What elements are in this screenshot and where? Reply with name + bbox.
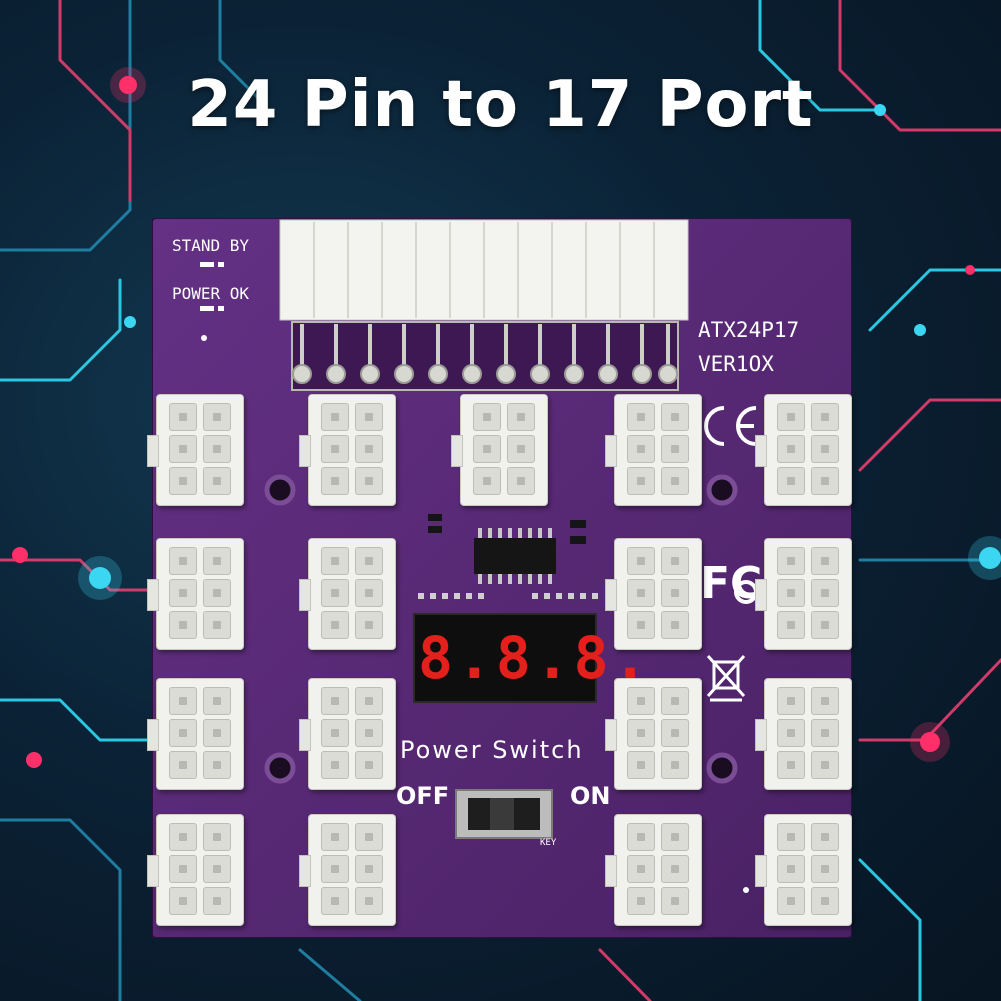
pcie-port: [605, 538, 702, 650]
pcie-port: [451, 394, 548, 506]
pcie-port: [147, 394, 244, 506]
pcie-port: [299, 678, 396, 790]
pcie-port: [299, 394, 396, 506]
pcie-port: [605, 394, 702, 506]
pcie-port: [605, 678, 702, 790]
breakout-board: STAND BY POWER OK ATX24P17 VER1OX Power …: [147, 218, 852, 938]
pcie-port: [147, 538, 244, 650]
pcie-port: [755, 814, 852, 926]
pcie-port: [755, 394, 852, 506]
pcie-port: [605, 814, 702, 926]
version-label: VER1OX: [698, 352, 774, 376]
headline: 24 Pin to 17 Port: [187, 68, 814, 142]
fcc-mark: FC: [700, 558, 763, 609]
key-label: KEY: [540, 838, 557, 848]
off-label: OFF: [396, 782, 450, 810]
pcie-port: [755, 678, 852, 790]
on-label: ON: [570, 782, 611, 810]
pcie-port: [755, 538, 852, 650]
seven-segment-display: 8.8.8.: [418, 624, 652, 692]
pcie-port: [147, 678, 244, 790]
power-switch[interactable]: [456, 790, 552, 838]
power-switch-label: Power Switch: [400, 736, 584, 764]
standby-label: STAND BY: [172, 236, 250, 255]
pcie-port: [299, 538, 396, 650]
power-ok-label: POWER OK: [172, 284, 250, 303]
model-label: ATX24P17: [698, 318, 800, 342]
pcie-port: [147, 814, 244, 926]
pcie-port: [299, 814, 396, 926]
